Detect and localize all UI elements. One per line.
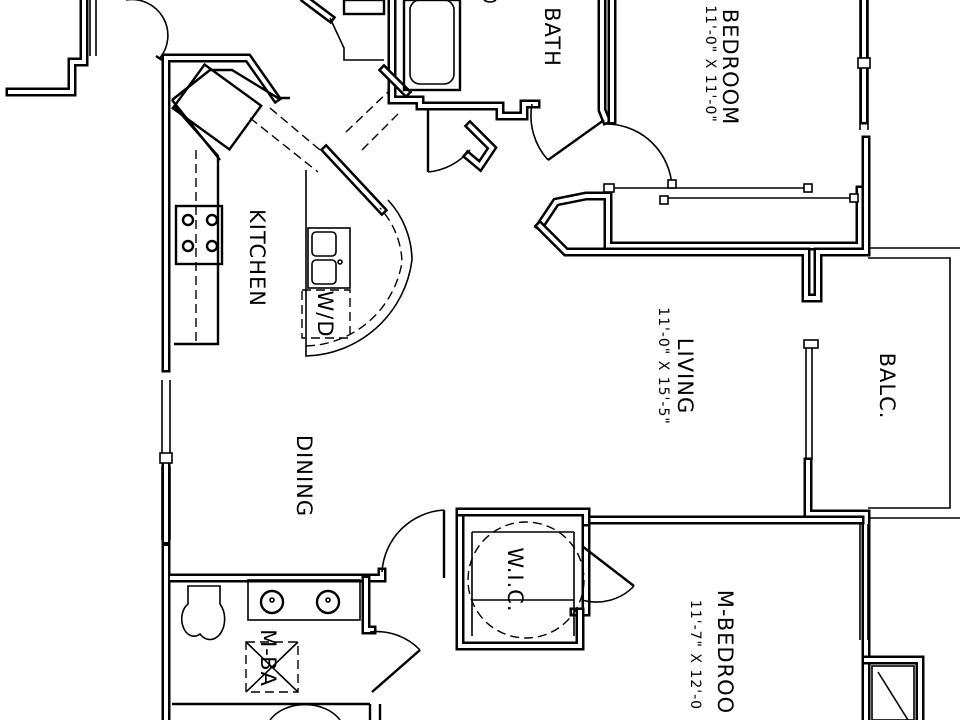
room-label-living-size: 11'-0" X 15'-5" (655, 307, 671, 425)
windows (89, 0, 960, 640)
bath-fixtures (172, 0, 915, 720)
doors (126, 0, 859, 693)
kitchen-fixtures (171, 62, 413, 357)
room-label-balcony: BALC. (875, 352, 899, 420)
room-label-dining: DINING (292, 434, 316, 518)
room-label-master-bedroom-size: 11'-7" X 12'-0 (687, 599, 703, 711)
room-label-bedroom: BEDROOM (718, 8, 742, 126)
room-label-master-bath: M-BA (256, 629, 280, 687)
room-label-bath: BATH (540, 7, 564, 67)
room-label-bedroom-size: 11'-0" X 11'-0" (702, 5, 718, 123)
walls (5, 0, 925, 720)
room-label-living: LIVING (673, 337, 697, 415)
room-label-master-bedroom: M-BEDROO (713, 589, 737, 715)
room-label-wic: W.I.C. (503, 547, 527, 613)
room-label-kitchen: KITCHEN (245, 209, 269, 307)
room-label-wd: W/D (313, 290, 337, 338)
